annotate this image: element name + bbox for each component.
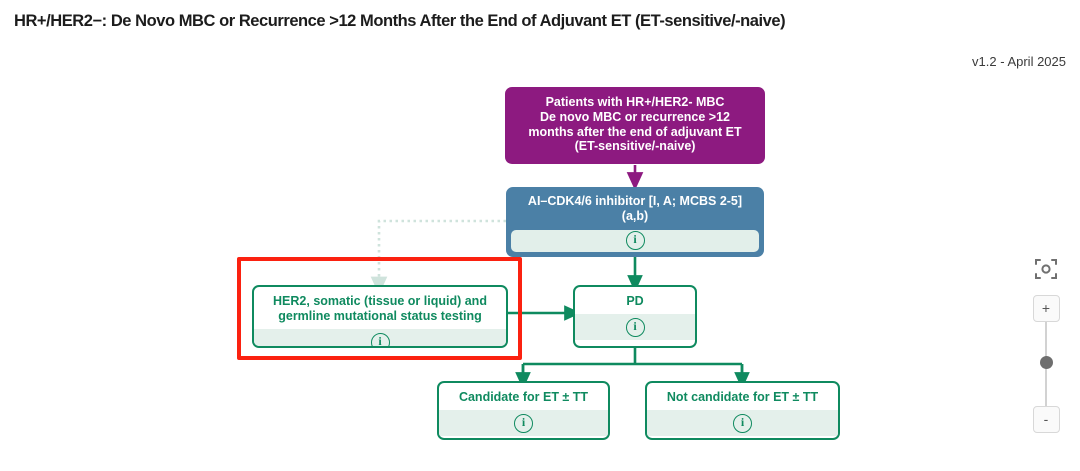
zoom-slider-control[interactable]: + -	[1032, 295, 1060, 433]
treatment-line-1: AI–CDK4/6 inhibitor [I, A; MCBS 2-5]	[527, 194, 743, 208]
node-patients-entry[interactable]: Patients with HR+/HER2- MBC De novo MBC …	[505, 87, 765, 164]
focus-frame-icon[interactable]	[1032, 255, 1060, 283]
highlight-rectangle	[237, 257, 522, 360]
focus-frame-icon-svg	[1035, 259, 1057, 279]
node-her2-mutational-testing-text: HER2, somatic (tissue or liquid) and ger…	[254, 287, 506, 329]
node-progressive-disease-footer: i	[575, 313, 695, 340]
info-icon[interactable]: i	[625, 231, 645, 250]
zoom-in-button[interactable]: +	[1032, 295, 1060, 322]
node-not-candidate-for-et-tt-text: Not candidate for ET ± TT	[666, 390, 819, 404]
zoom-out-button[interactable]: -	[1032, 406, 1060, 433]
zoom-slider-track[interactable]	[1039, 322, 1053, 406]
node-her2-mutational-testing[interactable]: HER2, somatic (tissue or liquid) and ger…	[252, 285, 508, 348]
testing-line-2: germline mutational status testing	[278, 308, 482, 323]
node-candidate-for-et-tt-text: Candidate for ET ± TT	[458, 390, 589, 404]
node-ai-cdk46-inhibitor-text: AI–CDK4/6 inhibitor [I, A; MCBS 2-5] (a,…	[508, 189, 762, 228]
info-icon[interactable]: i	[625, 317, 645, 337]
testing-line-1: HER2, somatic (tissue or liquid) and	[273, 294, 487, 308]
node-her2-mutational-testing-footer: i	[254, 328, 506, 346]
zoom-slider-thumb[interactable]	[1039, 356, 1053, 369]
entry-line-2: De novo MBC or recurrence >12	[540, 109, 730, 124]
entry-line-4: (ET-sensitive/-naive)	[574, 139, 696, 154]
node-candidate-for-et-tt-footer: i	[439, 409, 608, 436]
view-controls[interactable]: + -	[1029, 255, 1063, 433]
treatment-line-2: (a,b)	[621, 208, 649, 223]
entry-line-3: months after the end of adjuvant ET	[528, 124, 742, 139]
node-not-candidate-for-et-tt-footer: i	[647, 409, 838, 436]
info-icon[interactable]: i	[514, 413, 533, 433]
info-icon[interactable]: i	[733, 413, 752, 433]
node-progressive-disease-text: PD	[626, 294, 644, 308]
info-icon[interactable]: i	[370, 332, 390, 346]
page-title: HR+/HER2−: De Novo MBC or Recurrence >12…	[14, 12, 786, 30]
node-not-candidate-for-et-tt[interactable]: Not candidate for ET ± TT i	[645, 381, 840, 440]
node-patients-entry-text: Patients with HR+/HER2- MBC De novo MBC …	[506, 88, 764, 162]
node-ai-cdk46-inhibitor-footer: i	[511, 229, 759, 252]
node-ai-cdk46-inhibitor[interactable]: AI–CDK4/6 inhibitor [I, A; MCBS 2-5] (a,…	[506, 187, 764, 257]
node-progressive-disease[interactable]: PD i	[573, 285, 697, 348]
node-candidate-for-et-tt[interactable]: Candidate for ET ± TT i	[437, 381, 610, 440]
version-label: v1.2 - April 2025	[972, 54, 1066, 69]
entry-line-1: Patients with HR+/HER2- MBC	[545, 95, 725, 109]
